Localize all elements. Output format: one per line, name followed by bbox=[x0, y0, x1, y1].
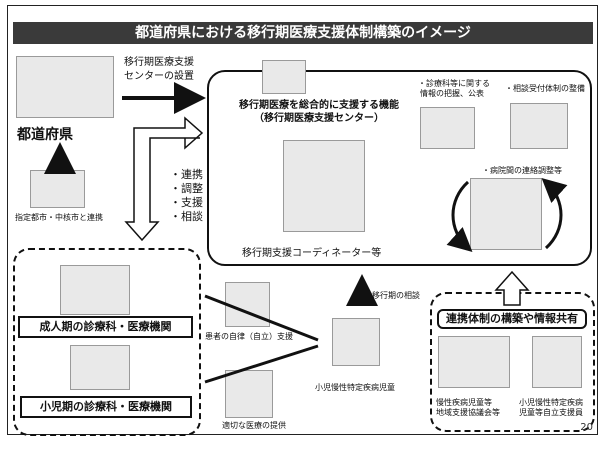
info-item-line2: 情報の把握、公表 bbox=[420, 89, 484, 98]
council-line1: 慢性疾病児童等 bbox=[436, 398, 492, 407]
hospital-coordination-label: ・病院間の連絡調整等 bbox=[482, 166, 562, 175]
arrow-cooperation-to-center bbox=[494, 270, 530, 306]
proper-care-label: 適切な医療の提供 bbox=[222, 421, 286, 430]
arrow-center-to-institutions bbox=[124, 116, 204, 242]
child-patient-label: 小児慢性特定疾病児童 bbox=[315, 383, 395, 392]
support-item: ・連携 bbox=[170, 168, 203, 181]
child-patient-image bbox=[332, 318, 380, 366]
center-title: 移行期医療を総合的に支援する機能 （移行期医療支援センター） bbox=[224, 99, 414, 125]
independence-support-label: 患者の自律（自立）支援 bbox=[205, 332, 293, 341]
center-setup-caption-2: センターの設置 bbox=[124, 71, 194, 82]
slide-title: 都道府県における移行期医療支援体制構築のイメージ bbox=[13, 22, 593, 44]
pediatric-institution-label: 小児期の診療科・医療機関 bbox=[20, 396, 192, 418]
coordinator-label: 移行期支援コーディネーター等 bbox=[242, 248, 382, 259]
slide-frame bbox=[7, 5, 598, 435]
consult-desk-image bbox=[510, 103, 568, 149]
pediatric-hospital-image bbox=[70, 345, 130, 390]
info-item-line1: ・診療科等に関する bbox=[418, 79, 490, 88]
support-item: ・調整 bbox=[170, 182, 203, 195]
support-worker-line1: 小児慢性特定疾病 bbox=[519, 398, 583, 407]
arrow-pediatric-to-patient bbox=[204, 344, 319, 384]
support-item: ・支援 bbox=[170, 196, 203, 209]
hospitals-image bbox=[470, 178, 542, 250]
center-title-line1: 移行期医療を総合的に支援する機能 bbox=[239, 100, 399, 111]
institutions-group bbox=[13, 248, 201, 436]
arrow-circular-right bbox=[541, 177, 568, 250]
consult-system-label: ・相談受付体制の整備 bbox=[505, 84, 585, 93]
city-cooperation-caption: 指定都市・中核市と連携 bbox=[15, 213, 103, 222]
document-image bbox=[420, 107, 475, 149]
center-title-line2: （移行期医療支援センター） bbox=[254, 113, 384, 124]
support-list: ・連携 ・調整 ・支援 ・相談 bbox=[170, 168, 203, 224]
adult-institution-label: 成人期の診療科・医療機関 bbox=[18, 316, 193, 338]
page-number: 20 bbox=[580, 422, 593, 433]
adult-hospital-image bbox=[60, 265, 130, 315]
coordinator-staff-image bbox=[283, 140, 365, 232]
prefecture-building-image bbox=[16, 56, 114, 118]
center-setup-caption-1: 移行期医療支援 bbox=[124, 57, 194, 68]
support-worker-image bbox=[532, 336, 582, 388]
transition-consult-label: 移行期の相談 bbox=[372, 291, 420, 300]
center-building-image bbox=[262, 60, 306, 94]
cooperation-header: 連携体制の構築や情報共有 bbox=[437, 309, 587, 329]
support-worker-line2: 児童等自立支援員 bbox=[519, 408, 583, 417]
council-line2: 地域支援協議会等 bbox=[436, 408, 500, 417]
arrow-circular-left bbox=[446, 180, 473, 253]
support-center-box bbox=[207, 70, 592, 266]
prefecture-label: 都道府県 bbox=[17, 127, 73, 143]
council-meeting-image bbox=[438, 336, 510, 388]
doctor-care-image bbox=[225, 370, 273, 418]
arrow-adult-to-patient bbox=[204, 294, 319, 342]
support-item: ・相談 bbox=[170, 210, 203, 223]
